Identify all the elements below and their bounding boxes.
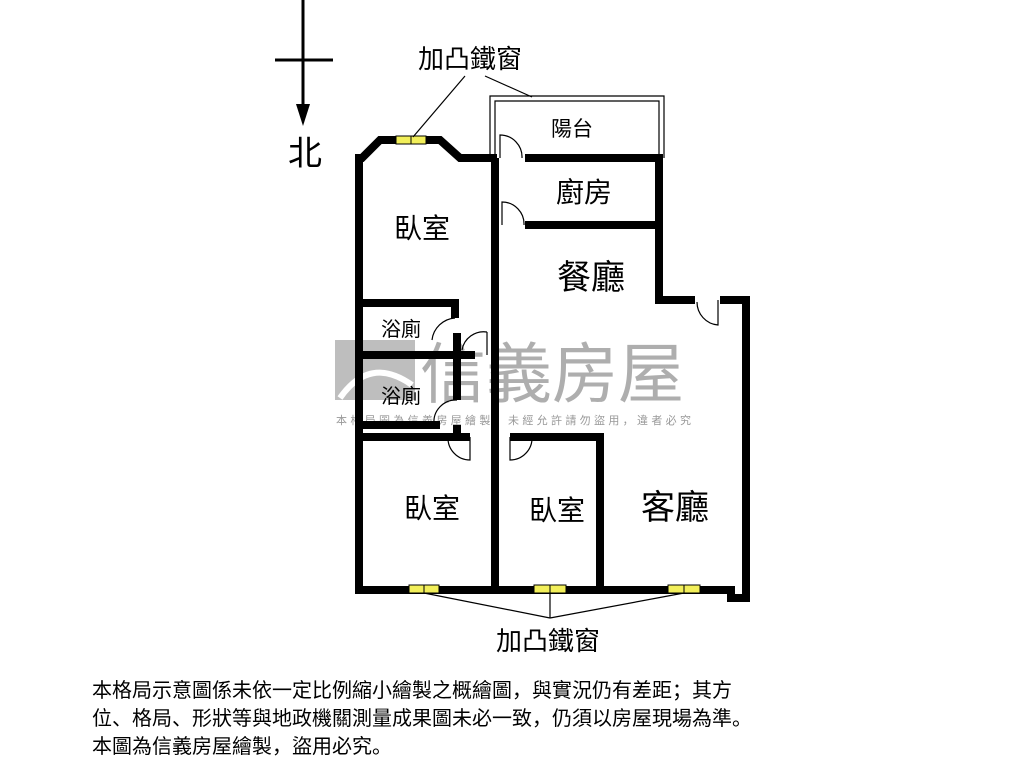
window-label-bottom: 加凸鐵窗 (496, 627, 600, 657)
leader-lines (412, 75, 685, 619)
balcony-outline (489, 95, 665, 158)
disclaimer-line-1: 本格局示意圖係未依一定比例縮小繪製之概繪圖，與實況仍有差距；其方 (92, 678, 732, 702)
room-living: 客廳 (641, 488, 709, 528)
room-dining: 餐廳 (557, 258, 625, 298)
north-label: 北 (288, 134, 322, 174)
window-label-top: 加凸鐵窗 (418, 45, 522, 75)
door-swings (431, 134, 719, 461)
room-bedroom-bottom-left: 臥室 (404, 492, 460, 525)
disclaimer-line-2: 位、格局、形狀等與地政機關測量成果圖未必一致，仍須以房屋現場為準。 (92, 706, 752, 730)
north-arrow-icon (275, 0, 333, 126)
watermark-brand: 信義房屋 (420, 336, 684, 413)
room-balcony: 陽台 (551, 117, 593, 141)
room-bath-1: 浴廁 (381, 317, 421, 341)
disclaimer-line-3: 本圖為信義房屋繪製，盜用必究。 (92, 734, 392, 758)
disclaimer: 本格局示意圖係未依一定比例縮小繪製之概繪圖，與實況仍有差距；其方 位、格局、形狀… (92, 676, 752, 760)
room-bedroom-bottom-mid: 臥室 (529, 494, 585, 527)
room-kitchen: 廚房 (556, 176, 612, 209)
room-bedroom-top: 臥室 (394, 212, 450, 245)
room-bath-2: 浴廁 (381, 384, 421, 408)
watermark-logo (335, 340, 415, 400)
walls (355, 136, 750, 602)
